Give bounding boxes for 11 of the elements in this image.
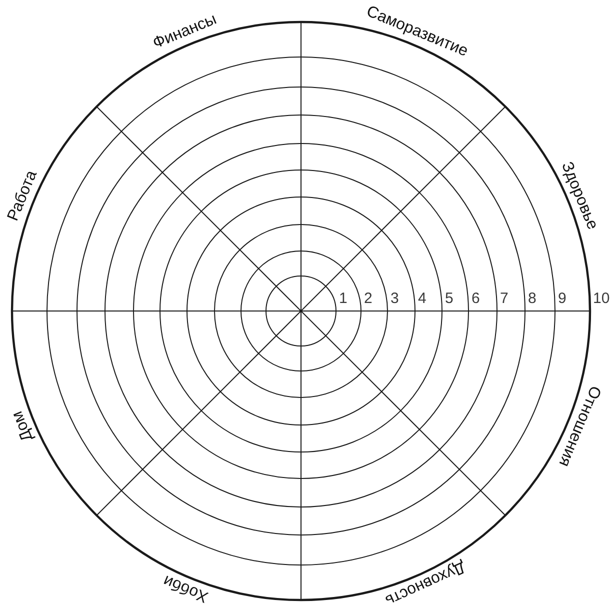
scale-number: 10 [593, 291, 610, 306]
scale-number: 5 [445, 291, 454, 306]
scale-number: 3 [390, 291, 399, 306]
sector-label: Дом [10, 408, 36, 444]
scale-number: 6 [472, 291, 480, 306]
scale-number: 4 [418, 291, 426, 306]
scale-number: 8 [528, 291, 536, 306]
scale-number: 1 [339, 291, 348, 306]
scale-number: 7 [500, 291, 508, 306]
scale-number: 2 [364, 291, 372, 306]
scale-number: 9 [558, 291, 566, 306]
